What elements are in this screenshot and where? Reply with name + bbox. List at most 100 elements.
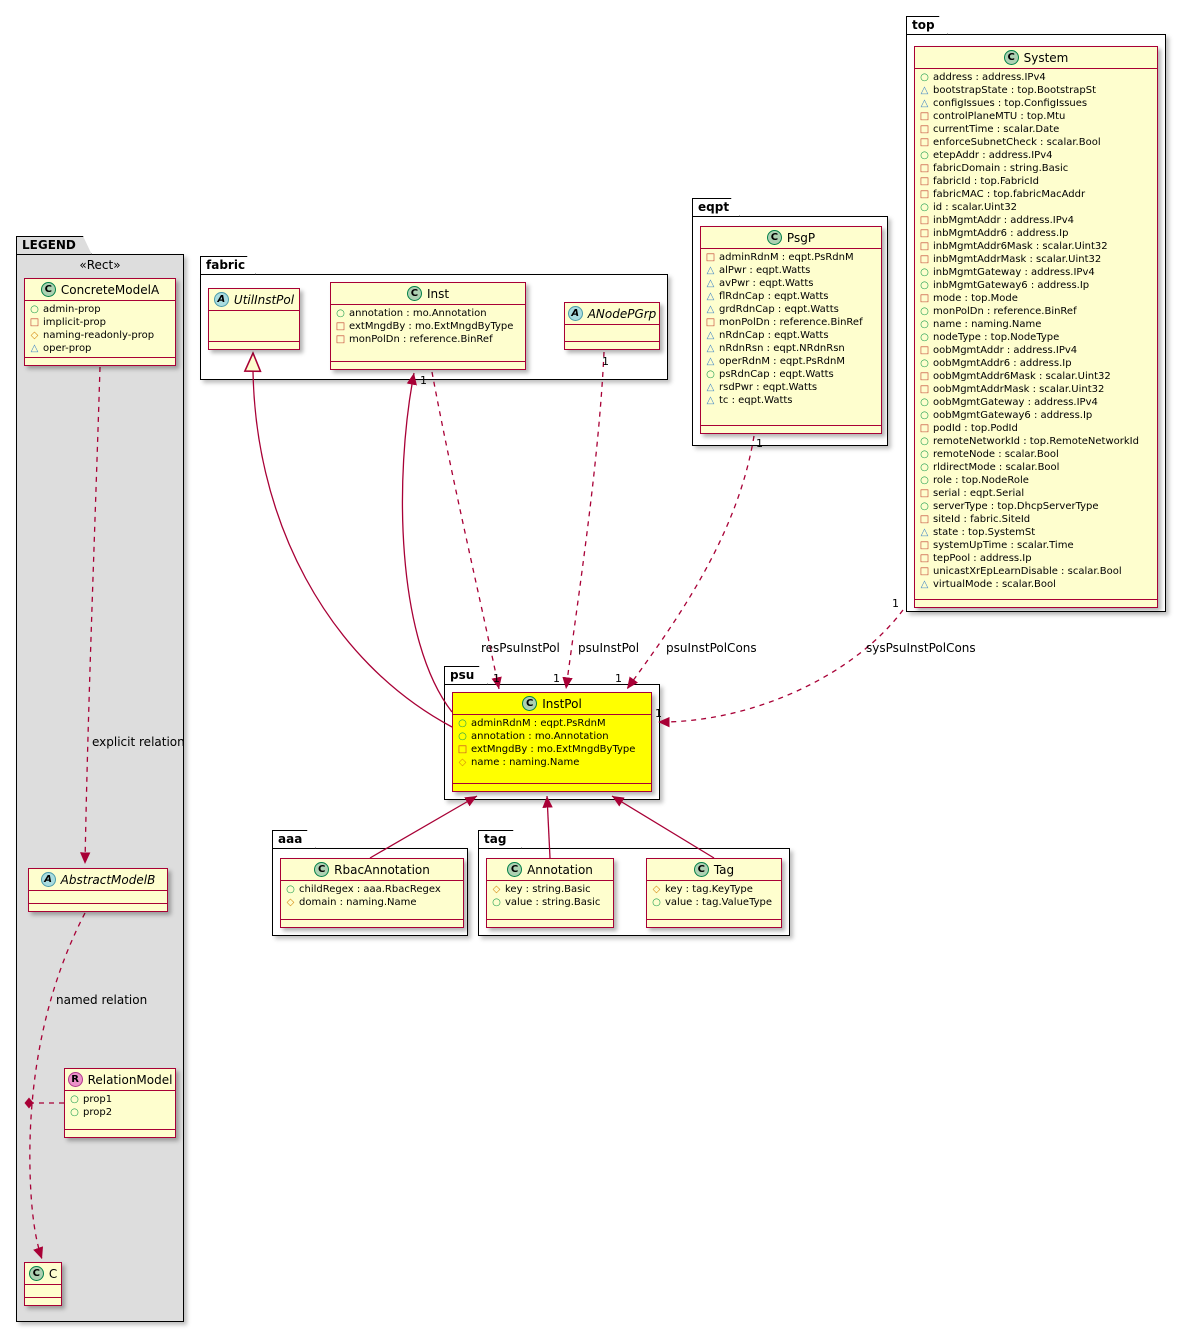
attribute-text: name : naming.Name — [471, 757, 580, 768]
attribute-text: key : string.Basic — [505, 884, 591, 895]
class-ConcreteModelA[interactable]: C ConcreteModelA admin-propimplicit-prop… — [24, 278, 176, 366]
attribute-row: value : tag.ValueType — [651, 896, 777, 909]
attribute-row: avPwr : eqpt.Watts — [705, 277, 877, 290]
implicit-prop-icon — [919, 123, 930, 136]
class-tag-Tag[interactable]: C Tag key : tag.KeyTypevalue : tag.Value… — [646, 858, 782, 928]
admin-prop-icon — [919, 357, 930, 370]
attribute-row: domain : naming.Name — [285, 896, 459, 909]
oper-prop-icon — [705, 290, 716, 303]
class-top-System[interactable]: C System address : address.IPv4bootstrap… — [914, 46, 1158, 608]
attribute-text: prop1 — [83, 1094, 113, 1105]
methods-compartment — [331, 361, 525, 369]
attribute-row: mode : top.Mode — [919, 292, 1153, 305]
class-psu-InstPol[interactable]: C InstPol adminRdnM : eqpt.PsRdnMannotat… — [452, 692, 652, 792]
attribute-row: inbMgmtGateway6 : address.Ip — [919, 279, 1153, 292]
admin-prop-icon — [69, 1106, 80, 1119]
class-icon: C — [1003, 50, 1019, 65]
attribute-text: naming-readonly-prop — [43, 330, 155, 341]
methods-compartment — [647, 919, 781, 927]
attribute-row: nodeType : top.NodeType — [919, 331, 1153, 344]
attribute-text: remoteNetworkId : top.RemoteNetworkId — [933, 436, 1139, 447]
attribute-text: currentTime : scalar.Date — [933, 124, 1060, 135]
admin-prop-icon — [705, 368, 716, 381]
attribute-row: enforceSubnetCheck : scalar.Bool — [919, 136, 1153, 149]
class-fabric-UtilInstPol[interactable]: A UtilInstPol — [208, 288, 300, 350]
implicit-prop-icon — [919, 422, 930, 435]
oper-prop-icon — [29, 342, 40, 355]
methods-compartment — [701, 425, 881, 433]
implicit-prop-icon — [29, 316, 40, 329]
class-header: C C — [25, 1263, 61, 1284]
package-name: eqpt — [698, 200, 730, 214]
class-fabric-Inst[interactable]: C Inst annotation : mo.AnnotationextMngd… — [330, 282, 526, 370]
implicit-prop-icon — [919, 136, 930, 149]
attribute-text: inbMgmtGateway : address.IPv4 — [933, 267, 1095, 278]
methods-compartment — [25, 357, 175, 365]
attribute-text: extMngdBy : mo.ExtMngdByType — [471, 744, 636, 755]
attribute-row: flRdnCap : eqpt.Watts — [705, 290, 877, 303]
package-name: LEGEND — [22, 238, 76, 252]
naming-prop-icon — [491, 883, 502, 896]
class-C[interactable]: C C — [24, 1262, 62, 1306]
class-header: A UtilInstPol — [209, 289, 299, 310]
attribute-text: annotation : mo.Annotation — [471, 731, 609, 742]
attribute-row: name : naming.Name — [919, 318, 1153, 331]
attribute-text: podId : top.PodId — [933, 423, 1018, 434]
class-header: R RelationModel — [65, 1069, 175, 1090]
package-name: psu — [450, 668, 475, 682]
attribute-text: operRdnM : eqpt.PsRdnM — [719, 356, 845, 367]
class-fabric-ANodePGrp[interactable]: A ANodePGrp — [564, 302, 660, 350]
naming-prop-icon — [29, 329, 40, 342]
class-name: Inst — [426, 286, 450, 301]
attribute-row: alPwr : eqpt.Watts — [705, 264, 877, 277]
class-icon: C — [406, 286, 422, 301]
class-eqpt-PsgP[interactable]: C PsgP adminRdnM : eqpt.PsRdnMalPwr : eq… — [700, 226, 882, 434]
attribute-row: annotation : mo.Annotation — [335, 307, 521, 320]
attribute-text: oobMgmtAddr6Mask : scalar.Uint32 — [933, 371, 1111, 382]
attribute-text: admin-prop — [43, 304, 101, 315]
attribute-text: nodeType : top.NodeType — [933, 332, 1060, 343]
class-header: C System — [915, 47, 1157, 68]
attribute-text: avPwr : eqpt.Watts — [719, 278, 814, 289]
implicit-prop-icon — [919, 565, 930, 578]
class-icon: C — [40, 282, 56, 297]
implicit-prop-icon — [919, 253, 930, 266]
attribute-text: siteId : fabric.SiteId — [933, 514, 1031, 525]
attribute-text: monPolDn : reference.BinRef — [719, 317, 863, 328]
class-AbstractModelB[interactable]: A AbstractModelB — [28, 868, 168, 912]
relation-label-named: named relation — [56, 993, 148, 1007]
package-top-tab: top — [906, 16, 948, 35]
attribute-text: annotation : mo.Annotation — [349, 308, 487, 319]
attribute-row: rsdPwr : eqpt.Watts — [705, 381, 877, 394]
class-RelationModel[interactable]: R RelationModel prop1prop2 — [64, 1068, 176, 1138]
oper-prop-icon — [919, 97, 930, 110]
attribute-row: childRegex : aaa.RbacRegex — [285, 883, 459, 896]
class-tag-Annotation[interactable]: C Annotation key : string.Basicvalue : s… — [486, 858, 614, 928]
attribute-list: childRegex : aaa.RbacRegexdomain : namin… — [281, 880, 463, 919]
methods-compartment — [209, 341, 299, 349]
class-name: PsgP — [786, 230, 816, 245]
admin-prop-icon — [919, 448, 930, 461]
attribute-list: annotation : mo.AnnotationextMngdBy : mo… — [331, 304, 525, 361]
attribute-list — [209, 310, 299, 341]
attribute-row: admin-prop — [29, 303, 171, 316]
admin-prop-icon — [491, 896, 502, 909]
attribute-text: inbMgmtAddr6 : address.Ip — [933, 228, 1069, 239]
implicit-prop-icon — [919, 344, 930, 357]
oper-prop-icon — [705, 394, 716, 407]
implicit-prop-icon — [919, 240, 930, 253]
oper-prop-icon — [919, 578, 930, 591]
package-fabric-tab: fabric — [200, 256, 256, 275]
class-header: C RbacAnnotation — [281, 859, 463, 880]
attribute-row: remoteNetworkId : top.RemoteNetworkId — [919, 435, 1153, 448]
class-aaa-RbacAnnotation[interactable]: C RbacAnnotation childRegex : aaa.RbacRe… — [280, 858, 464, 928]
implicit-prop-icon — [335, 320, 346, 333]
class-icon: C — [766, 230, 782, 245]
multiplicity-instpol-topright: 1 — [615, 672, 622, 685]
attribute-list — [29, 890, 167, 903]
attribute-text: name : naming.Name — [933, 319, 1042, 330]
attribute-row: siteId : fabric.SiteId — [919, 513, 1153, 526]
attribute-text: nRdnCap : eqpt.Watts — [719, 330, 829, 341]
methods-compartment — [25, 1297, 61, 1305]
attribute-row: key : tag.KeyType — [651, 883, 777, 896]
